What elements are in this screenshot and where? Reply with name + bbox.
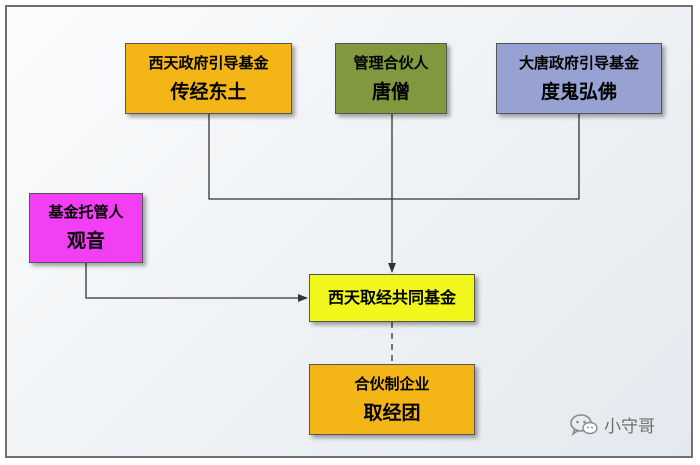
node-west-gov-fund-title: 西天政府引导基金 xyxy=(148,53,269,72)
node-joint-fund: 西天取经共同基金 xyxy=(309,274,475,322)
node-tang-gov-fund-title: 大唐政府引导基金 xyxy=(518,53,639,72)
node-fund-custodian-name: 观音 xyxy=(66,230,105,252)
node-partnership: 合伙制企业 取经团 xyxy=(309,364,475,435)
node-fund-custodian: 基金托管人 观音 xyxy=(29,193,143,263)
node-tang-gov-fund-name: 度鬼弘佛 xyxy=(540,80,617,103)
wechat-icon xyxy=(570,413,598,436)
node-partnership-name: 取经团 xyxy=(363,401,421,424)
watermark-text: 小守哥 xyxy=(604,417,655,437)
node-west-gov-fund: 西天政府引导基金 传经东土 xyxy=(125,43,292,114)
node-managing-partner-title: 管理合伙人 xyxy=(353,53,429,72)
node-partnership-title: 合伙制企业 xyxy=(354,374,430,393)
node-west-gov-fund-name: 传经东土 xyxy=(170,80,247,103)
connector-top-right xyxy=(392,114,580,200)
node-fund-custodian-title: 基金托管人 xyxy=(48,203,124,221)
arrow-to-fund-from-custodian xyxy=(85,263,308,302)
node-joint-fund-title: 西天取经共同基金 xyxy=(327,288,456,307)
connector-top-left xyxy=(208,114,392,200)
node-tang-gov-fund: 大唐政府引导基金 度鬼弘佛 xyxy=(496,43,662,114)
node-managing-partner-name: 唐僧 xyxy=(371,80,410,103)
watermark: 小守哥 xyxy=(570,412,655,437)
node-managing-partner: 管理合伙人 唐僧 xyxy=(335,43,447,114)
